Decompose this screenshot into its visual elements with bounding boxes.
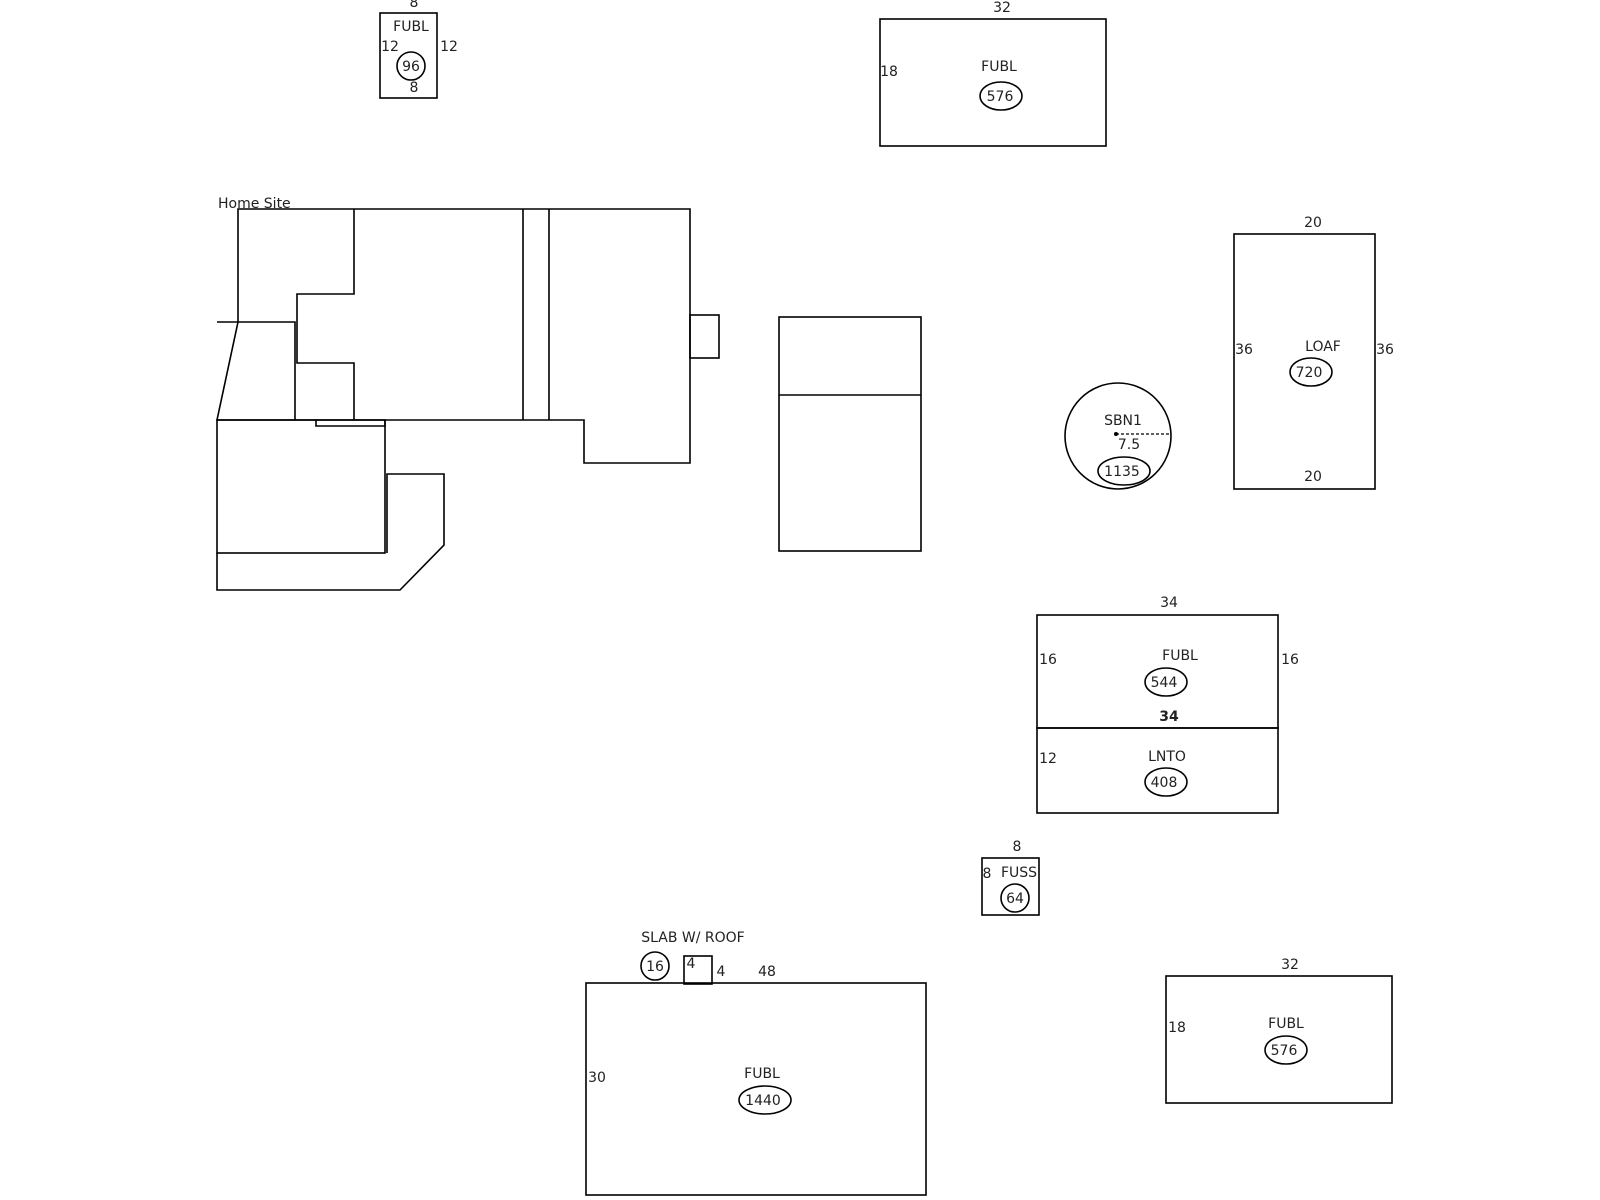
b8-side-a: 4	[717, 964, 726, 980]
b6-code: LNTO	[1148, 749, 1186, 765]
b9-area: 1440	[745, 1093, 781, 1109]
building-fubl-576-top: 32 18 FUBL 576	[879, 0, 1107, 147]
b6-left-dim: 12	[1039, 751, 1057, 767]
b3-bottom-dim: 20	[1304, 469, 1322, 485]
home-detached-structure	[778, 316, 922, 552]
b9-code: FUBL	[744, 1066, 780, 1082]
b3-right-dim: 36	[1376, 342, 1394, 358]
b10-area: 576	[1271, 1043, 1298, 1059]
b4-radius: 7.5	[1118, 437, 1140, 453]
b5-right-dim: 16	[1281, 652, 1299, 668]
home-site-label: Home Site	[218, 196, 291, 212]
b1-code: FUBL	[393, 19, 429, 35]
b2-left-dim: 18	[880, 64, 898, 80]
b3-code: LOAF	[1305, 339, 1341, 355]
b5-mid-dim: 34	[1159, 709, 1179, 725]
building-fubl-1440: 48 30 FUBL 1440	[585, 964, 927, 1196]
b10-code: FUBL	[1268, 1016, 1304, 1032]
b4-code: SBN1	[1104, 413, 1142, 429]
home-site: Home Site	[216, 196, 720, 591]
b5-code: FUBL	[1162, 648, 1198, 664]
b7-area: 64	[1006, 891, 1024, 907]
b7-code: FUSS	[1001, 865, 1037, 881]
b1-left-dim: 12	[381, 39, 399, 55]
b2-area: 576	[987, 89, 1014, 105]
b1-bottom-dim: 8	[410, 80, 419, 96]
b9-top-dim: 48	[758, 964, 776, 980]
b1-right-dim: 12	[440, 39, 458, 55]
b1-top-dim: 8	[410, 0, 419, 11]
b5-top-dim: 34	[1160, 595, 1178, 611]
b3-area: 720	[1296, 365, 1323, 381]
building-fubl-544: 34 16 16 FUBL 544 34	[1036, 595, 1299, 729]
building-loaf-720: 20 36 36 LOAF 720 20	[1233, 215, 1394, 490]
b5-left-dim: 16	[1039, 652, 1057, 668]
b8-code: SLAB W/ ROOF	[641, 930, 744, 946]
slab-with-roof-16: SLAB W/ ROOF 16 4 4	[640, 930, 745, 985]
building-fuss-64: 8 8 FUSS 64	[981, 839, 1040, 916]
b10-top-dim: 32	[1281, 957, 1299, 973]
b2-top-dim: 32	[993, 0, 1011, 16]
b4-area: 1135	[1104, 464, 1140, 480]
b6-area: 408	[1151, 775, 1178, 791]
b3-left-dim: 36	[1235, 342, 1253, 358]
building-fubl-576-bottom: 32 18 FUBL 576	[1165, 957, 1393, 1104]
b5-area: 544	[1151, 675, 1178, 691]
building-sbn1-1135: SBN1 7.5 1135	[1064, 382, 1172, 490]
b9-left-dim: 30	[588, 1070, 606, 1086]
b7-top-dim: 8	[1013, 839, 1022, 855]
b8-side-b: 4	[687, 956, 696, 972]
b3-top-dim: 20	[1304, 215, 1322, 231]
building-fubl-96: 8 FUBL 12 12 96 8	[379, 0, 458, 99]
building-lnto-408: 12 LNTO 408	[1036, 727, 1279, 814]
b8-area: 16	[646, 959, 664, 975]
b10-left-dim: 18	[1168, 1020, 1186, 1036]
b1-area: 96	[402, 59, 420, 75]
b7-left-dim: 8	[983, 866, 992, 882]
b2-code: FUBL	[981, 59, 1017, 75]
